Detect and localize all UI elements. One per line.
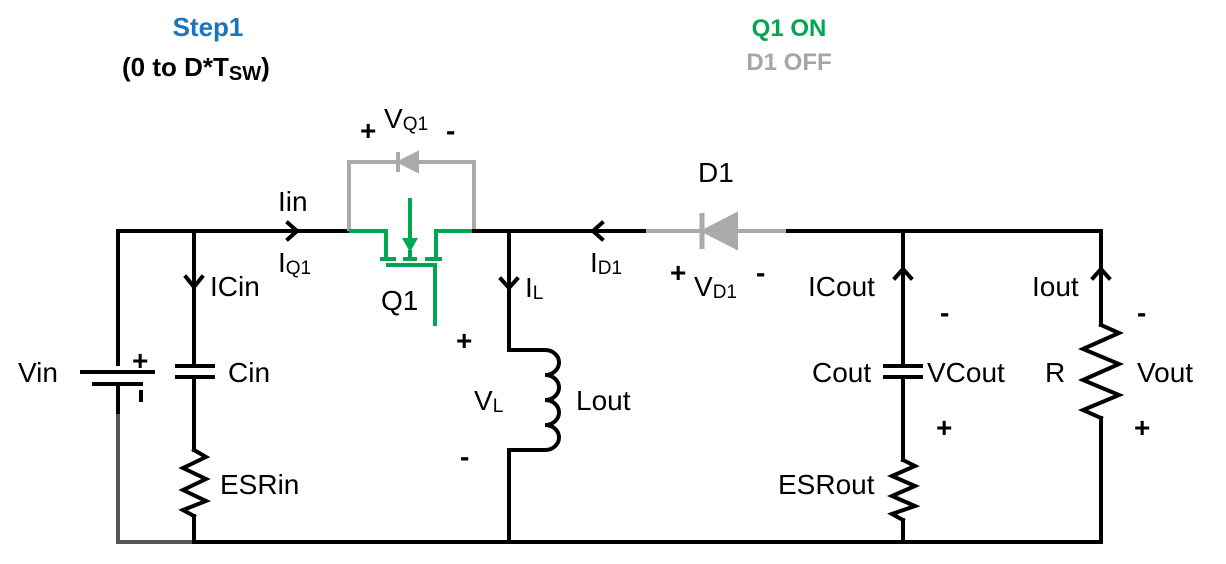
icin-label: ICin: [210, 271, 260, 302]
iin-arrow-icon: [285, 220, 301, 242]
cout-capacitor-symbol: [883, 364, 923, 379]
iin-label: Iin: [278, 186, 308, 217]
id1-label: ID1: [590, 247, 622, 279]
input-wires: [116, 229, 1103, 544]
vin-label: Vin: [18, 357, 58, 388]
icout-arrow-icon: [892, 265, 914, 281]
vout-plus-sign: +: [1134, 412, 1150, 443]
r-label: R: [1045, 357, 1065, 388]
vcout-plus-sign: +: [936, 412, 952, 443]
d1-state-label: D1 OFF: [746, 49, 831, 76]
icout-label: ICout: [808, 271, 875, 302]
q1-state-label: Q1 ON: [752, 15, 827, 42]
q1-body-diode: [347, 150, 476, 231]
vl-plus-sign: +: [456, 325, 472, 356]
vq1-plus-sign: +: [360, 115, 376, 146]
interval-label: (0 to D*TSW): [122, 52, 270, 85]
iout-arrow-icon: [1090, 265, 1112, 281]
q1-label: Q1: [381, 285, 418, 316]
vq1-label: VQ1: [384, 103, 428, 135]
esrout-resistor-symbol: [886, 457, 921, 523]
vin-plus-sign: +: [132, 345, 148, 376]
step-title: Step1: [173, 12, 244, 42]
q1-mosfet-symbol: [349, 198, 474, 326]
cout-label: Cout: [812, 357, 871, 388]
vl-label: VL: [474, 385, 503, 417]
vin-battery-symbol: +: [80, 345, 155, 414]
cin-label: Cin: [228, 357, 270, 388]
esrin-resistor-symbol: [178, 447, 212, 519]
il-arrow-icon: [498, 276, 520, 292]
d1-label: D1: [698, 157, 734, 188]
lout-inductor-symbol: [507, 348, 561, 452]
output-wires: [786, 229, 1103, 544]
vd1-label: VD1: [694, 271, 737, 303]
iq1-label: IQ1: [278, 247, 311, 279]
icin-arrow-icon: [183, 274, 205, 291]
vq1-minus-sign: -: [446, 115, 455, 146]
vl-minus-sign: -: [460, 441, 469, 472]
esrin-label: ESRin: [220, 469, 299, 500]
iout-label: Iout: [1032, 271, 1079, 302]
cin-capacitor-symbol: [175, 364, 215, 379]
il-label: IL: [525, 272, 543, 304]
vcout-label: VCout: [927, 357, 1005, 388]
vout-minus-sign: -: [1137, 297, 1146, 328]
r-resistor-symbol: [1077, 322, 1125, 421]
esrout-label: ESRout: [778, 469, 875, 500]
vd1-minus-sign: -: [756, 257, 765, 288]
d1-diode-symbol: [646, 211, 788, 251]
vout-label: Vout: [1137, 357, 1193, 388]
vcout-minus-sign: -: [940, 297, 949, 328]
id1-arrow-icon: [589, 220, 605, 242]
vd1-plus-sign: +: [670, 257, 686, 288]
lout-label: Lout: [576, 385, 631, 416]
